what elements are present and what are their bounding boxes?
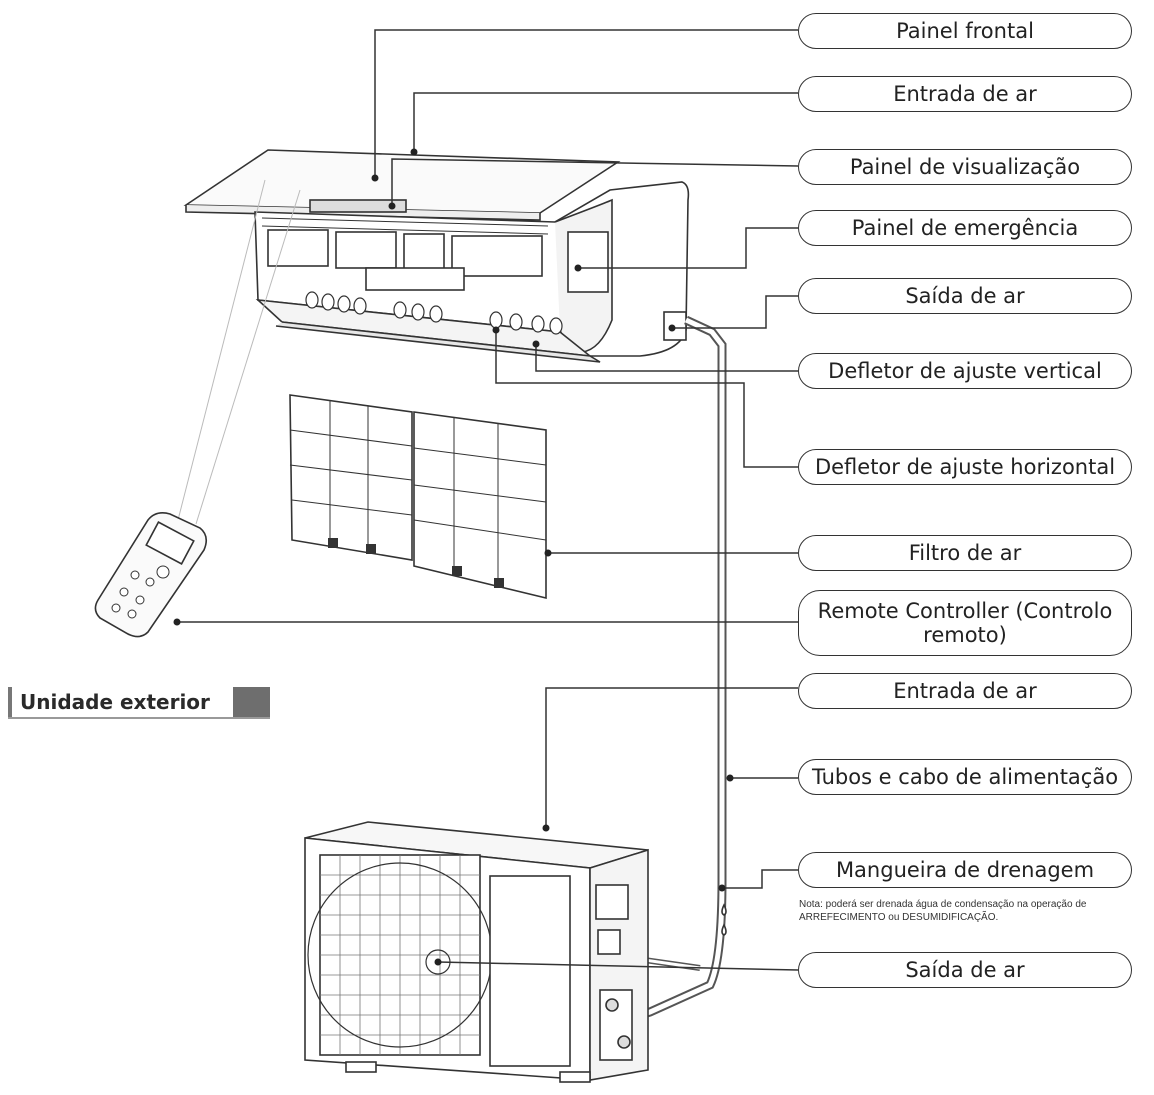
label-display-panel: Painel de visualização [798, 149, 1132, 185]
label-vertical-deflector: Defletor de ajuste vertical [798, 353, 1132, 389]
outdoor-section-tag: Unidade exterior [8, 687, 270, 719]
label-horizontal-deflector: Defletor de ajuste horizontal [798, 449, 1132, 485]
air-filter [289, 394, 547, 600]
leader-front-panel [374, 29, 798, 178]
remote-controller [94, 179, 301, 638]
label-air-inlet-outdoor: Entrada de ar [798, 673, 1132, 709]
drain-note: Nota: poderá ser drenada água de condens… [799, 899, 1087, 923]
leader-dots [173, 148, 734, 966]
outdoor-unit [304, 821, 649, 1083]
outdoor-section-title: Unidade exterior [20, 690, 210, 714]
front-panel-flap [183, 149, 621, 214]
leader-lines [177, 29, 799, 971]
label-emergency-panel: Painel de emergência [798, 210, 1132, 246]
section-tag-bar [8, 687, 12, 717]
label-front-panel: Painel frontal [798, 13, 1132, 49]
leader-display-panel [391, 158, 799, 206]
connection-pipes [609, 315, 727, 1025]
leader-drain-hose [722, 869, 798, 889]
label-remote-controller: Remote Controller (Controlo remoto) [798, 590, 1132, 656]
leader-air-outlet-outdoor [437, 961, 799, 971]
section-tag-block [233, 687, 270, 717]
leader-emergency-panel [578, 227, 798, 269]
label-air-inlet-indoor: Entrada de ar [798, 76, 1132, 112]
leader-horizontal-deflector [495, 330, 798, 468]
label-air-outlet-indoor: Saída de ar [798, 278, 1132, 314]
leader-air-inlet-indoor [413, 92, 798, 152]
indoor-unit [183, 149, 690, 363]
label-air-outlet-outdoor: Saída de ar [798, 952, 1132, 988]
remote-body [94, 512, 208, 638]
leader-air-outlet-indoor [672, 295, 798, 329]
label-air-filter: Filtro de ar [798, 535, 1132, 571]
leader-vertical-deflector [535, 344, 798, 372]
label-drain-hose: Mangueira de drenagem [798, 852, 1132, 888]
leader-air-inlet-outdoor [545, 687, 798, 828]
label-pipes-cable: Tubos e cabo de alimentação [798, 759, 1132, 795]
